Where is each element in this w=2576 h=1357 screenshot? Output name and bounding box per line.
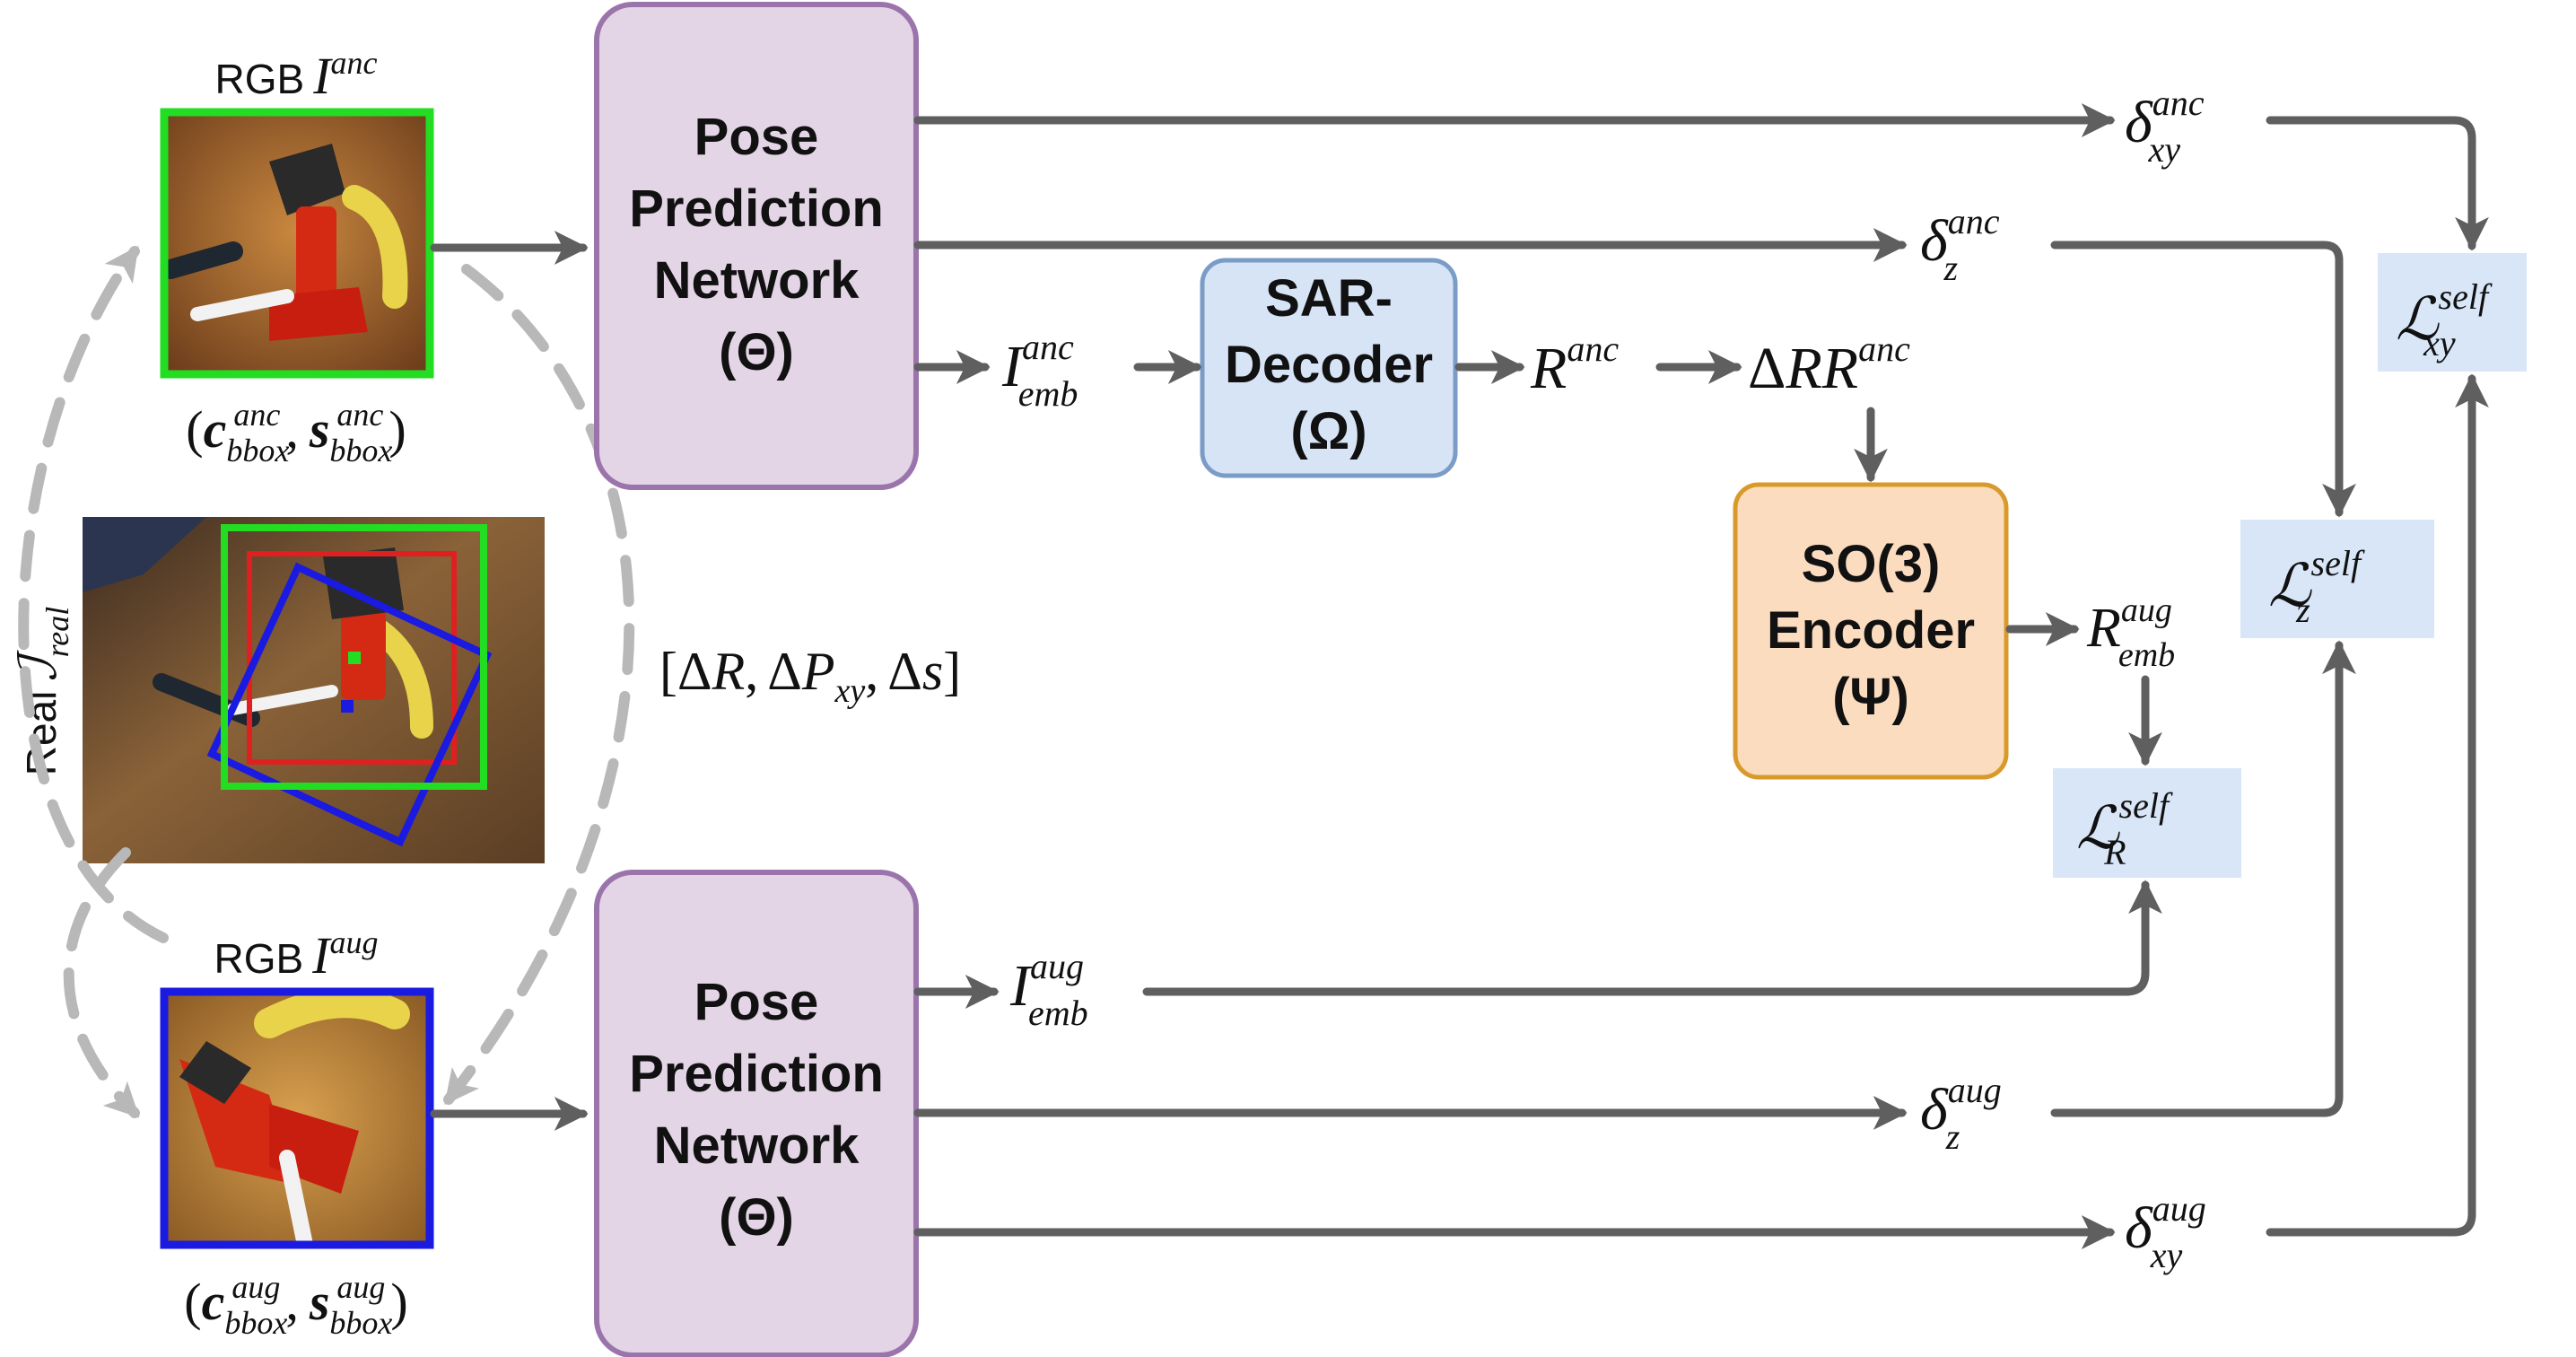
svg-text:(Ω): (Ω) (1290, 402, 1367, 460)
so3-encoder: SO(3) Encoder (Ψ) (1733, 482, 2009, 780)
svg-text:Decoder: Decoder (1225, 336, 1433, 394)
arrow-delta-z-aug-to-loss-z (2050, 640, 2356, 1117)
real-bbox-blue (206, 562, 493, 847)
svg-text:Network: Network (654, 251, 860, 310)
svg-text:Pose: Pose (694, 108, 819, 166)
real-bbox-green (221, 524, 487, 790)
r-anc: Ranc (1530, 328, 1619, 401)
arrow-delta-xy-anc-to-loss-xy (2266, 116, 2489, 251)
svg-text:SAR-: SAR- (1265, 269, 1393, 328)
arrow-i-emb-aug-to-loss-r (1142, 880, 2162, 996)
svg-text:(Θ): (Θ) (719, 1188, 794, 1247)
delta-r-r-anc: ΔRRanc (1748, 328, 1910, 401)
aug-frame (160, 987, 434, 1249)
svg-text:Prediction: Prediction (629, 179, 884, 238)
pose-network-bottom: Pose Prediction Network (Θ) (594, 870, 919, 1357)
svg-text:(Θ): (Θ) (719, 323, 794, 381)
arrow-delta-z-anc-to-loss-z (2050, 241, 2356, 518)
svg-text:Prediction: Prediction (629, 1045, 884, 1103)
anchor-bbox-params: (cbboxanc,sbboxanc) (186, 397, 406, 468)
svg-text:Encoder: Encoder (1767, 601, 1975, 660)
svg-text:SO(3): SO(3) (1802, 535, 1941, 593)
augmentation-params: [ΔR,ΔPxy,Δs] (659, 642, 961, 710)
image-anchor-photo (160, 108, 434, 379)
svg-text:(Ψ): (Ψ) (1832, 668, 1909, 726)
svg-text:Pose: Pose (694, 973, 819, 1031)
svg-text:Network: Network (654, 1116, 860, 1175)
real-bbox-red (247, 551, 457, 765)
image-real-photo (83, 517, 545, 863)
aug-bbox-params: (cbboxaug,sbboxaug) (184, 1269, 407, 1341)
anchor-frame (160, 108, 434, 379)
sar-decoder: SAR- Decoder (Ω) (1200, 258, 1458, 478)
augmentation-dashed-arrow-right (443, 264, 635, 1106)
image-augmented-photo (160, 987, 434, 1249)
arrow-delta-xy-aug-to-loss-xy (2266, 373, 2489, 1237)
pose-network-top: Pose Prediction Network (Θ) (594, 2, 919, 490)
augmentation-dashed-arrow-left-down (63, 847, 140, 1118)
